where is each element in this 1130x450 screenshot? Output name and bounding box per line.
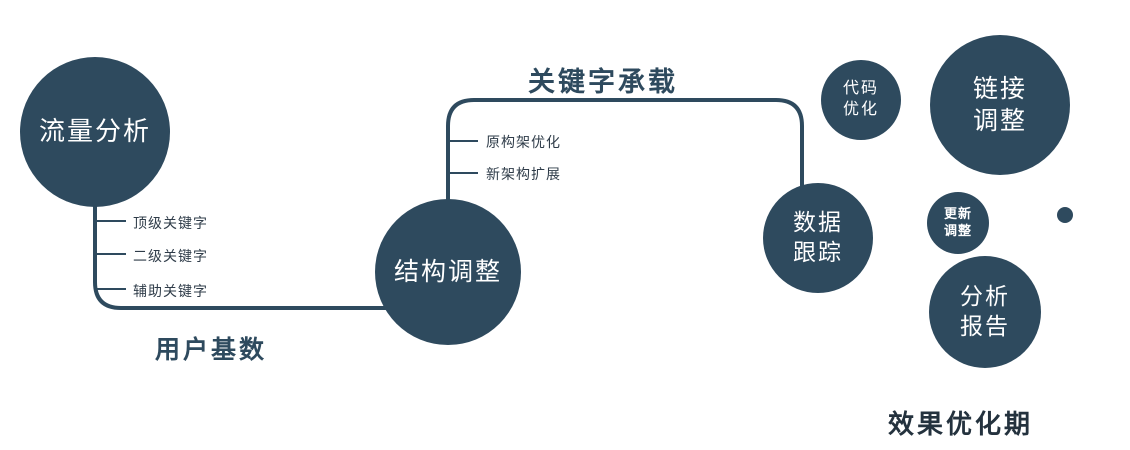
branch-label-secondary-keywords: 二级关键字 xyxy=(133,248,208,264)
edge-label-user-base: 用户基数 xyxy=(155,336,268,364)
edge-label-keyword-bearing: 关键字承载 xyxy=(528,67,678,97)
node-code-optimization: 代码 优化 xyxy=(821,60,901,140)
branch-label-auxiliary-keywords: 辅助关键字 xyxy=(133,283,208,299)
node-small-dot xyxy=(1057,207,1073,223)
connector-structure-to-tracking xyxy=(446,98,804,202)
edge-label-effect-optimization-period: 效果优化期 xyxy=(888,409,1034,439)
node-code-optimization-line2: 优化 xyxy=(842,101,879,118)
node-analysis-report: 分析 报告 xyxy=(929,256,1041,368)
node-update-adjustment-line2: 调整 xyxy=(943,223,972,238)
node-structure-adjustment-label: 结构调整 xyxy=(393,257,502,286)
node-update-adjustment: 更新 调整 xyxy=(927,192,989,254)
node-data-tracking-line1: 数据 xyxy=(793,209,843,236)
branch-label-top-keywords: 顶级关键字 xyxy=(133,215,208,231)
node-analysis-report-line2: 报告 xyxy=(960,313,1010,339)
node-data-tracking: 数据 跟踪 xyxy=(763,183,873,293)
branch-label-original-architecture-optimization: 原构架优化 xyxy=(486,134,561,150)
node-link-adjustment: 链接 调整 xyxy=(930,35,1070,175)
node-data-tracking-line2: 跟踪 xyxy=(793,239,843,265)
node-traffic-analysis: 流量分析 xyxy=(20,57,170,207)
node-traffic-analysis-label: 流量分析 xyxy=(38,116,151,147)
node-update-adjustment-line1: 更新 xyxy=(943,206,972,222)
node-link-adjustment-line1: 链接 xyxy=(972,74,1027,103)
connector-traffic-to-structure xyxy=(93,198,392,310)
node-structure-adjustment: 结构调整 xyxy=(375,199,521,345)
node-code-optimization-line1: 代码 xyxy=(842,80,879,98)
node-link-adjustment-line2: 调整 xyxy=(972,107,1027,135)
node-analysis-report-line1: 分析 xyxy=(960,283,1010,310)
branch-label-new-architecture-expansion: 新架构扩展 xyxy=(486,166,561,182)
